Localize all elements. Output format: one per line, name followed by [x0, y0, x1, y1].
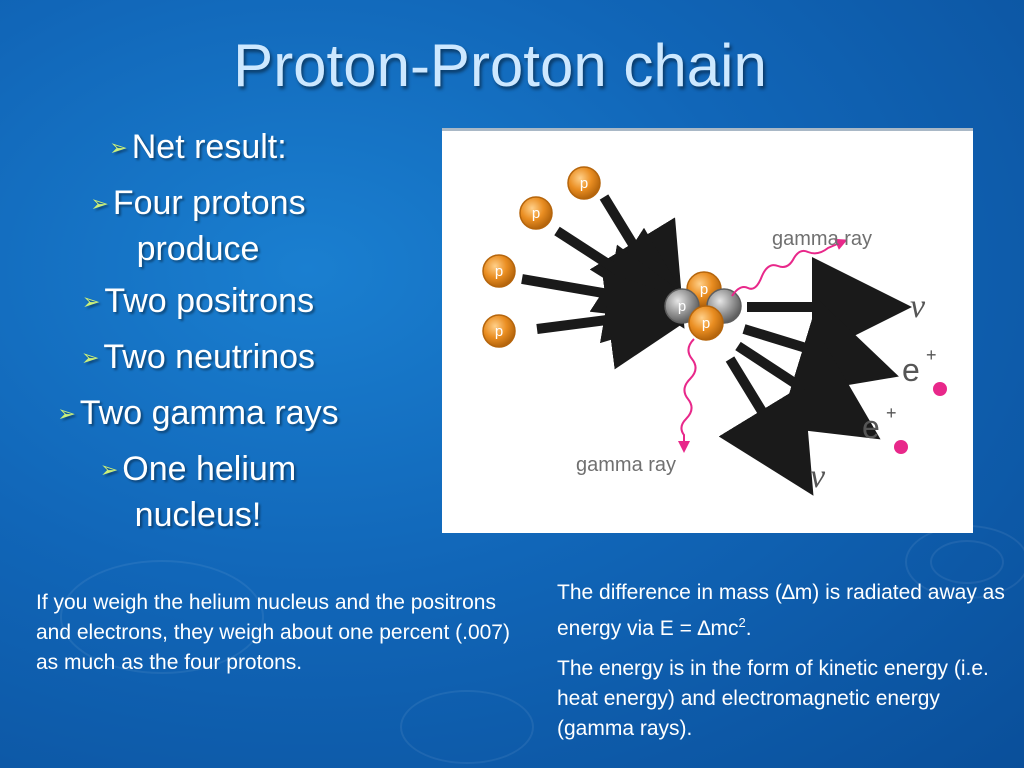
- bullet-item: ➢Net result:: [48, 126, 348, 172]
- bullet-text: Two gamma rays: [79, 394, 339, 432]
- outgoing-arrow: [718, 356, 814, 496]
- exponent: 2: [738, 615, 746, 630]
- proton-label: p: [495, 323, 503, 340]
- slide-title: Proton-Proton chain: [233, 32, 767, 99]
- proton-label: p: [700, 281, 708, 298]
- arrow-bullet-icon: ➢: [109, 135, 128, 160]
- arrow-bullet-icon: ➢: [80, 345, 100, 370]
- arrow-bullet-icon: ➢: [81, 289, 101, 314]
- bullet-list: ➢Net result: ➢Four protons produce ➢Two …: [48, 126, 348, 546]
- outgoing-arrow: [742, 299, 899, 396]
- incoming-arrow: [521, 244, 707, 344]
- bullet-text: Two positrons: [104, 282, 315, 320]
- proton-label: p: [702, 315, 710, 332]
- bullet-text: Net result:: [131, 128, 287, 166]
- bullet-item: ➢One helium nucleus!: [48, 448, 348, 536]
- energy-notes: The difference in mass (∆m) is radiated …: [557, 578, 1017, 754]
- note-text: m) is radiated away as energy via E =: [557, 581, 1005, 640]
- bullet-text: One helium nucleus!: [122, 450, 297, 534]
- positron-symbol: e: [862, 409, 880, 445]
- proton: p: [482, 254, 516, 288]
- bullet-text: Four protons produce: [112, 184, 306, 268]
- proton-label: p: [580, 175, 588, 192]
- proton-label: p: [495, 263, 503, 280]
- delta-symbol: ∆: [697, 617, 711, 640]
- bullet-item: ➢Four protons produce: [48, 182, 348, 270]
- neutron-label: p: [678, 298, 686, 315]
- neutrino-symbol: ν: [810, 458, 826, 495]
- positron-dot: [933, 382, 947, 396]
- positron-symbol: e: [902, 352, 920, 388]
- mass-difference-note: The difference in mass (∆m) is radiated …: [557, 578, 1017, 644]
- positron: e +: [902, 345, 947, 396]
- positron: e +: [862, 403, 908, 454]
- gamma-ray-label-top: gamma ray: [772, 228, 872, 250]
- gamma-ray-path: [678, 338, 697, 453]
- bullet-item: ➢Two positrons: [48, 280, 348, 326]
- positron-charge: +: [886, 403, 897, 423]
- incoming-arrow: [536, 270, 708, 370]
- gamma-ray-path: [731, 238, 848, 297]
- energy-form-note: The energy is in the form of kinetic ene…: [557, 657, 989, 740]
- pp-chain-diagram: p p p p p p p gamma ray gamma ray: [442, 128, 973, 533]
- positron-charge: +: [926, 345, 937, 365]
- diagram-canvas: p p p p p p p gamma ray gamma ray: [482, 166, 947, 496]
- helium-nucleus: p p p: [664, 271, 742, 341]
- proton: p: [519, 196, 553, 230]
- note-text: .: [745, 617, 752, 640]
- positron-dot: [894, 440, 908, 454]
- neutrino-symbol: ν: [910, 288, 926, 325]
- bullet-item: ➢Two neutrinos: [48, 336, 348, 382]
- proton: p: [482, 314, 516, 348]
- mass-note: If you weigh the helium nucleus and the …: [36, 591, 510, 674]
- proton: p: [567, 166, 601, 200]
- incoming-arrow: [589, 194, 685, 329]
- arrow-bullet-icon: ➢: [90, 191, 109, 216]
- proton-label: p: [532, 205, 540, 222]
- bullet-text: Two neutrinos: [103, 338, 316, 376]
- arrow-bullet-icon: ➢: [57, 401, 76, 426]
- bullet-item: ➢Two gamma rays: [48, 392, 348, 438]
- delta-symbol: ∆: [781, 581, 795, 604]
- arrow-bullet-icon: ➢: [99, 457, 119, 482]
- gamma-ray-label-bottom: gamma ray: [576, 454, 676, 476]
- note-text: mc: [710, 617, 739, 640]
- background-ripple: [400, 690, 534, 764]
- note-text: The difference in mass (: [557, 581, 782, 604]
